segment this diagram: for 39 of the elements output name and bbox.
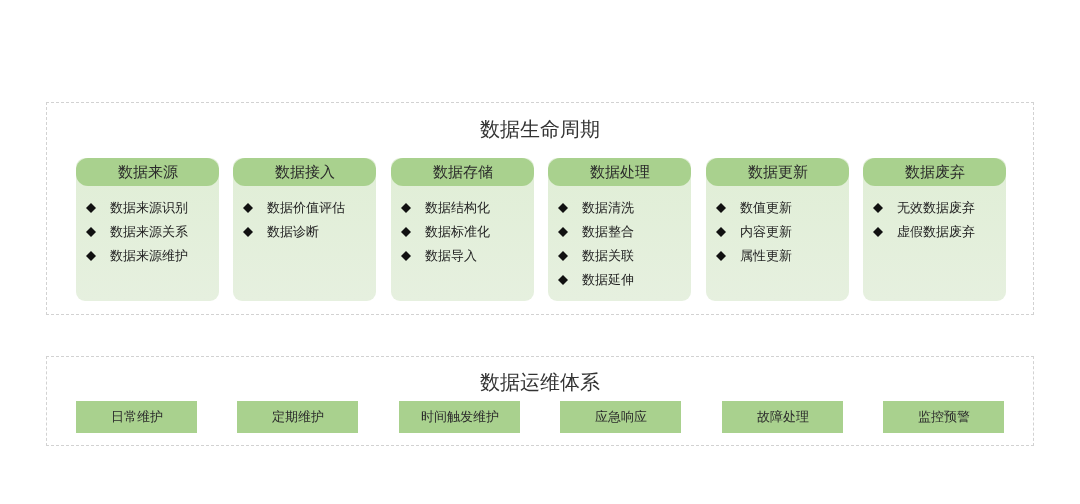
list-item: 数据诊断 (267, 223, 319, 241)
list-item: 数据来源关系 (110, 223, 188, 241)
card-header: 数据处理 (548, 158, 691, 186)
section-panel (46, 102, 1034, 315)
stage-card (706, 158, 849, 301)
list-item: 属性更新 (740, 247, 792, 265)
task-tile: 日常维护 (76, 401, 197, 433)
section-title: 数据生命周期 (480, 117, 600, 141)
list-item: 数据结构化 (425, 199, 490, 217)
card-header: 数据更新 (706, 158, 849, 186)
list-item: 数值更新 (740, 199, 792, 217)
section-title: 数据运维体系 (480, 370, 600, 394)
stage-card (863, 158, 1006, 301)
task-tile: 监控预警 (883, 401, 1004, 433)
list-item: 数据导入 (425, 247, 477, 265)
stage-card (76, 158, 219, 301)
section-panel (46, 356, 1034, 446)
list-item: 数据来源识别 (110, 199, 188, 217)
task-tile: 应急响应 (560, 401, 681, 433)
list-item: 数据价值评估 (267, 199, 345, 217)
stage-card (548, 158, 691, 301)
list-item: 数据清洗 (582, 199, 634, 217)
list-item: 数据来源维护 (110, 247, 188, 265)
list-item: 虚假数据废弃 (897, 223, 975, 241)
stage-card (391, 158, 534, 301)
list-item: 数据延伸 (582, 271, 634, 289)
list-item: 无效数据废弃 (897, 199, 975, 217)
card-header: 数据存储 (391, 158, 534, 186)
list-item: 数据关联 (582, 247, 634, 265)
task-tile: 故障处理 (722, 401, 843, 433)
task-tile: 时间触发维护 (399, 401, 520, 433)
card-header: 数据接入 (233, 158, 376, 186)
card-header: 数据废弃 (863, 158, 1006, 186)
list-item: 内容更新 (740, 223, 792, 241)
stage-card (233, 158, 376, 301)
card-header: 数据来源 (76, 158, 219, 186)
list-item: 数据标准化 (425, 223, 490, 241)
list-item: 数据整合 (582, 223, 634, 241)
task-tile: 定期维护 (237, 401, 358, 433)
